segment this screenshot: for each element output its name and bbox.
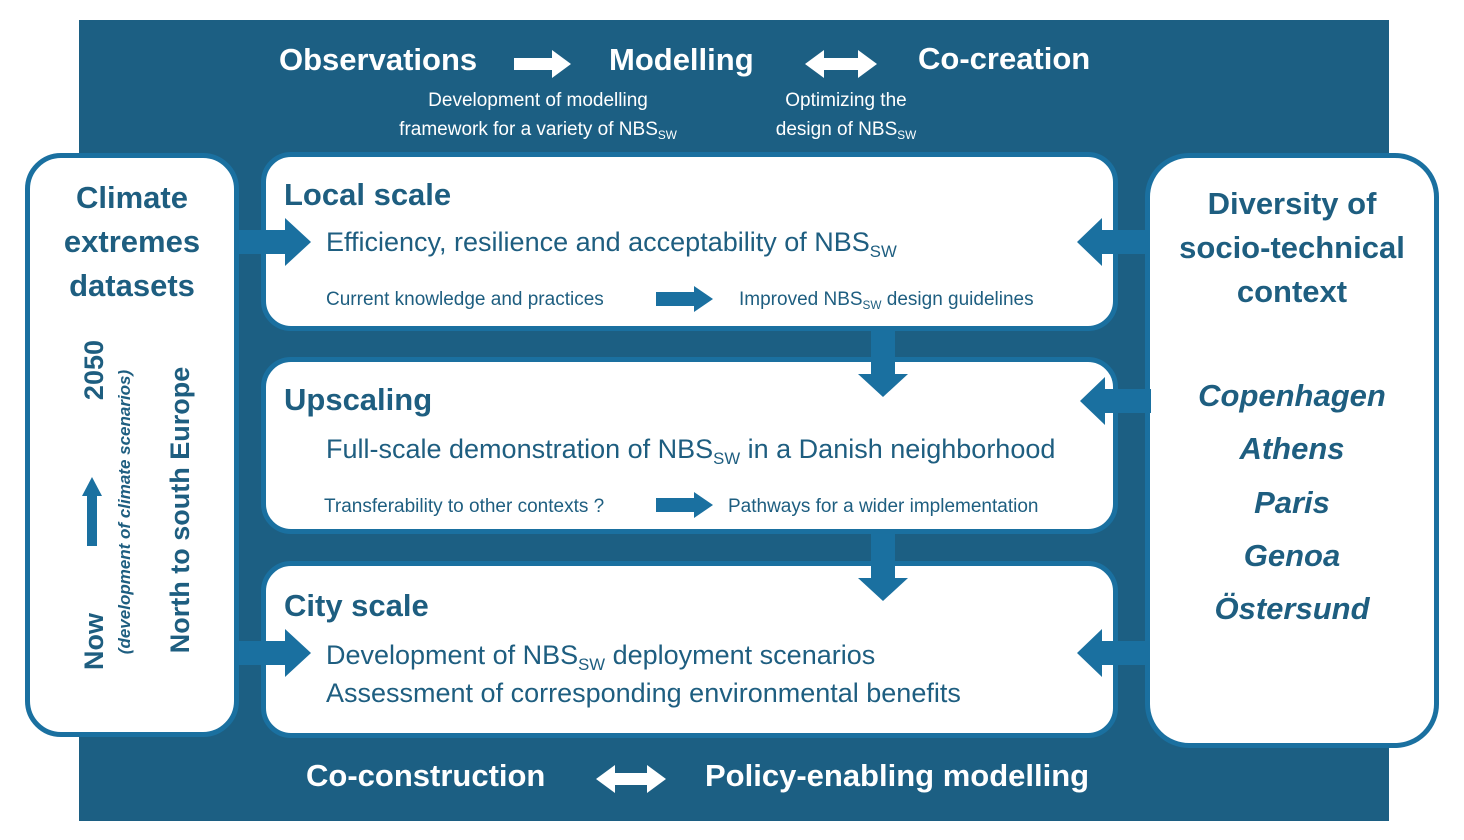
city-paris: Paris bbox=[1254, 485, 1330, 520]
city-ostersund: Östersund bbox=[1214, 591, 1370, 626]
coconstruction-label: Co-construction bbox=[306, 758, 546, 793]
arrow-local-to-upscaling bbox=[858, 330, 908, 397]
city-scale-line1: Development of NBSSW deployment scenario… bbox=[326, 640, 876, 674]
arrow-right-to-city bbox=[1077, 629, 1146, 677]
modelling-description: Development of modelling framework for a… bbox=[380, 86, 696, 144]
modelling-description-line2: framework for a variety of NBSSW bbox=[399, 119, 677, 143]
cocreation-description-line1: Optimizing the bbox=[785, 90, 907, 111]
arrow-transferability-to-pathways bbox=[656, 492, 713, 518]
city-scale-title: City scale bbox=[284, 588, 429, 623]
city-scale-line2: Assessment of corresponding environmenta… bbox=[326, 678, 961, 708]
socio-technical-title: Diversity of socio-technical context bbox=[1179, 186, 1405, 309]
arrow-modelling-cocreation-double bbox=[805, 50, 877, 78]
city-athens: Athens bbox=[1239, 431, 1345, 466]
cocreation-description-line2: design of NBSSW bbox=[775, 119, 917, 143]
local-to-text: Improved NBSSW design guidelines bbox=[739, 289, 1034, 313]
city-genoa: Genoa bbox=[1243, 538, 1341, 573]
upscaling-to-text: Pathways for a wider implementation bbox=[728, 496, 1039, 517]
upscaling-main: Full-scale demonstration of NBSSW in a D… bbox=[326, 434, 1056, 468]
upscaling-from-text: Transferability to other contexts ? bbox=[324, 496, 605, 517]
arrow-right-to-local bbox=[1077, 218, 1146, 266]
arrow-upscaling-to-city bbox=[858, 533, 908, 601]
arrow-local-knowledge-to-guidelines bbox=[656, 286, 713, 312]
cocreation-description: Optimizing the design of NBSSW bbox=[758, 86, 934, 144]
policy-modelling-label: Policy-enabling modelling bbox=[705, 758, 1090, 793]
arrow-observations-to-modelling bbox=[514, 50, 571, 78]
arrow-left-to-city bbox=[239, 629, 311, 677]
local-scale-main: Efficiency, resilience and acceptability… bbox=[326, 227, 897, 261]
arrow-coconstruction-policy-double bbox=[596, 765, 666, 793]
climate-extremes-title: Climate extremes datasets bbox=[63, 180, 201, 303]
local-from-text: Current knowledge and practices bbox=[326, 289, 604, 310]
climate-extremes-box: Climate extremes datasets bbox=[25, 153, 239, 737]
cocreation-label: Co-creation bbox=[918, 41, 1091, 76]
city-scale-box: City scale Development of NBSSW deployme… bbox=[261, 561, 1118, 738]
arrow-left-to-local bbox=[239, 218, 311, 266]
socio-technical-box: Diversity of socio-technical context Cop… bbox=[1145, 153, 1439, 748]
observations-label: Observations bbox=[279, 42, 478, 77]
modelling-description-line1: Development of modelling bbox=[428, 90, 648, 111]
city-copenhagen: Copenhagen bbox=[1198, 378, 1386, 413]
upscaling-title: Upscaling bbox=[284, 382, 433, 417]
arrow-right-to-upscaling bbox=[1080, 377, 1151, 425]
arrow-now-to-2050 bbox=[82, 477, 102, 546]
local-scale-title: Local scale bbox=[284, 177, 452, 212]
modelling-label: Modelling bbox=[609, 42, 754, 77]
